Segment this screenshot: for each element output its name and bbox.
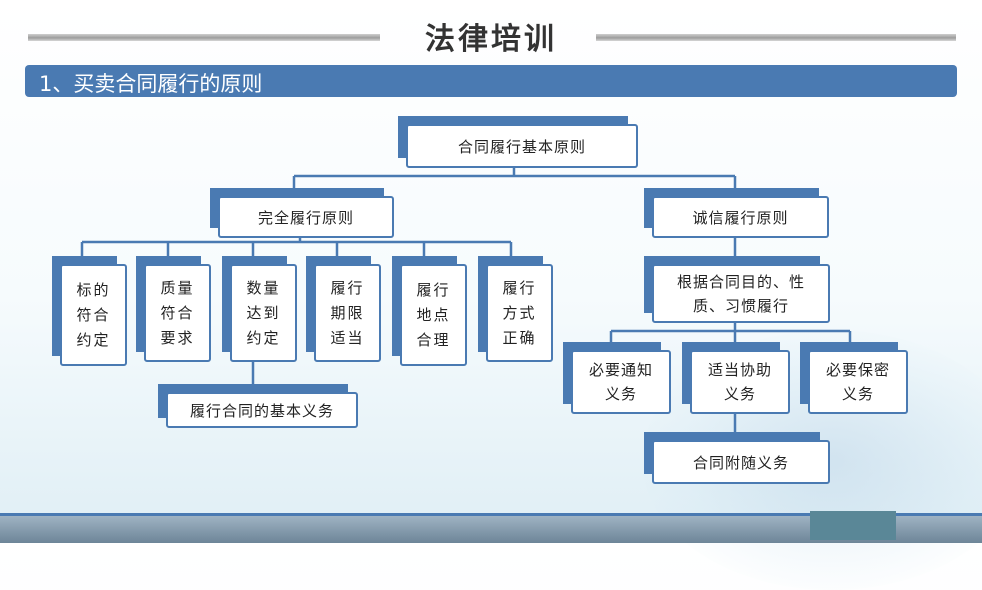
node-assist-duty-label: 适当协助 义务	[690, 350, 790, 414]
node-good-faith: 诚信履行原则	[644, 188, 829, 238]
node-collateral-duty-label: 合同附随义务	[652, 440, 830, 484]
node-subject-match: 标的 符合 约定	[52, 256, 127, 366]
node-perform-by-purpose-label: 根据合同目的、性 质、习惯履行	[652, 264, 830, 323]
node-quantity-match-label: 数量 达到 约定	[230, 264, 297, 362]
node-confidential-duty: 必要保密 义务	[800, 342, 908, 414]
node-root: 合同履行基本原则	[398, 116, 638, 168]
node-confidential-duty-label: 必要保密 义务	[808, 350, 908, 414]
connector-lines	[80, 166, 852, 432]
title-rule-right	[596, 34, 956, 41]
node-method-proper-label: 履行 方式 正确	[486, 264, 553, 362]
node-full-performance-label: 完全履行原则	[218, 196, 394, 238]
node-place-proper-label: 履行 地点 合理	[400, 264, 467, 366]
page-title: 法律培训	[425, 22, 557, 57]
node-place-proper: 履行 地点 合理	[392, 256, 467, 366]
section-heading: 1、买卖合同履行的原则	[39, 72, 263, 96]
node-quality-match: 质量 符合 要求	[136, 256, 211, 362]
node-root-label: 合同履行基本原则	[406, 124, 638, 168]
node-basic-obligation-label: 履行合同的基本义务	[166, 392, 358, 428]
node-collateral-duty: 合同附随义务	[644, 432, 830, 484]
node-quality-match-label: 质量 符合 要求	[144, 264, 211, 362]
node-notify-duty: 必要通知 义务	[563, 342, 671, 414]
node-good-faith-label: 诚信履行原则	[652, 196, 829, 238]
node-full-performance: 完全履行原则	[210, 188, 394, 238]
node-perform-by-purpose: 根据合同目的、性 质、习惯履行	[644, 256, 830, 323]
node-period-proper-label: 履行 期限 适当	[314, 264, 381, 362]
footer-block	[810, 511, 896, 540]
node-notify-duty-label: 必要通知 义务	[571, 350, 671, 414]
node-period-proper: 履行 期限 适当	[306, 256, 381, 362]
node-assist-duty: 适当协助 义务	[682, 342, 790, 414]
node-subject-match-label: 标的 符合 约定	[60, 264, 127, 366]
node-basic-obligation: 履行合同的基本义务	[158, 384, 358, 428]
title-rule-left	[28, 34, 380, 41]
section-heading-bar: 1、买卖合同履行的原则	[25, 65, 957, 97]
node-quantity-match: 数量 达到 约定	[222, 256, 297, 362]
node-method-proper: 履行 方式 正确	[478, 256, 553, 362]
